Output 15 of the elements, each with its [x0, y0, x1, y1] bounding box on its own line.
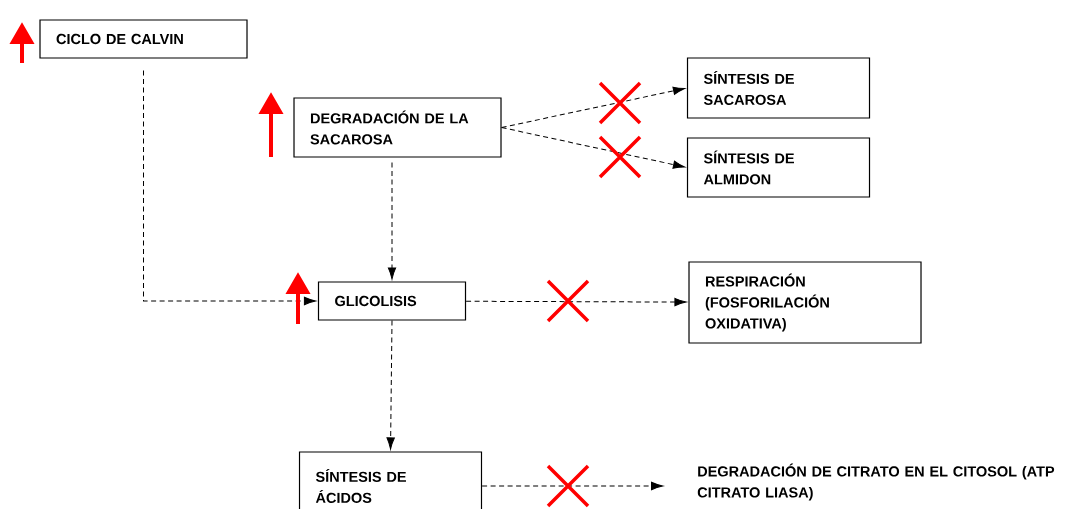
process-box: GLICOLISIS: [317, 281, 467, 321]
arrow: [387, 162, 397, 280]
process-box: SÍNTESIS DE ÁCIDOS: [298, 451, 483, 509]
process-box: CICLO DE CALVIN: [39, 19, 248, 59]
arrow: [386, 320, 395, 450]
process-box: SÍNTESIS DE SACAROSA: [686, 57, 871, 119]
process-box: RESPIRACIÓN (FOSFORILACIÓN OXIDATIVA): [688, 261, 922, 344]
arrow: [481, 481, 664, 491]
arrow: [143, 70, 316, 306]
arrow: [465, 297, 687, 307]
arrow: [501, 86, 686, 128]
arrow: [501, 127, 686, 169]
process-label: DEGRADACIÓN DE CITRATO EN EL CITOSOL (ATP CITRATO LIASA): [697, 463, 1055, 501]
process-box: SÍNTESIS DE ALMIDON: [686, 137, 871, 198]
process-box: DEGRADACIÓN DE LA SACAROSA: [293, 97, 502, 158]
